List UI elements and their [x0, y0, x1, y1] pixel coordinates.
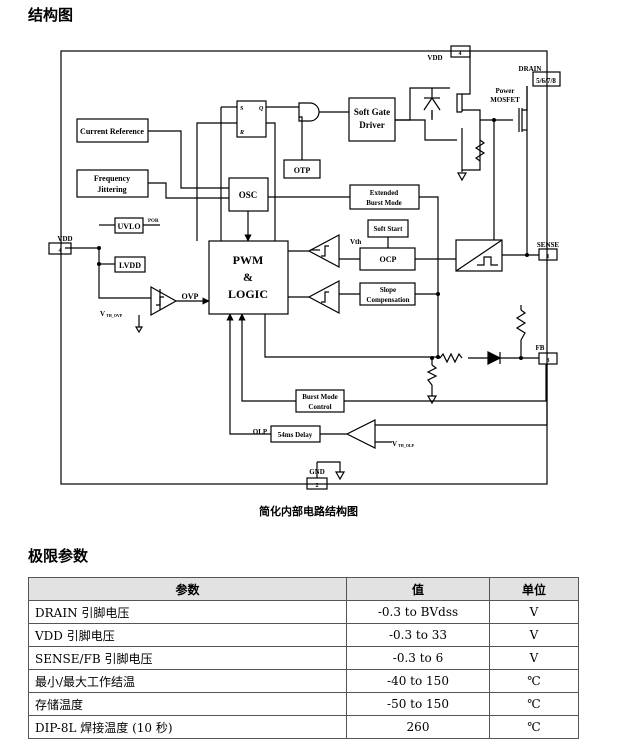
svg-text:Compensation: Compensation	[366, 296, 409, 304]
svg-text:VDD: VDD	[427, 54, 442, 62]
svg-text:Frequency: Frequency	[94, 174, 130, 183]
flip-flop-block	[236, 100, 267, 138]
value-cell: -40 to 150	[346, 669, 490, 693]
svg-text:Soft Start: Soft Start	[374, 225, 404, 233]
table-row: DIP-8L 焊接温度 (10 秒) 260 ℃	[28, 715, 579, 739]
svg-text:2: 2	[316, 483, 319, 489]
limits-table: 参数 值 单位 DRAIN 引脚电压 -0.3 to BVdss V VDD 引…	[28, 577, 579, 739]
svg-text:5/6/7/8: 5/6/7/8	[536, 77, 556, 85]
param-cell: SENSE/FB 引脚电压	[28, 646, 347, 670]
osc-label: OSC	[239, 190, 258, 200]
table-header-row: 参数 值 单位	[28, 577, 579, 601]
header-value: 值	[346, 577, 490, 601]
svg-text:Power: Power	[495, 87, 514, 95]
unit-cell: ℃	[489, 669, 579, 693]
param-cell: DIP-8L 焊接温度 (10 秒)	[28, 715, 347, 739]
table-row: VDD 引脚电压 -0.3 to 33 V	[28, 623, 579, 647]
svg-text:OVP: OVP	[182, 292, 199, 301]
olp-comparator	[345, 419, 376, 449]
header-param: 参数	[28, 577, 347, 601]
svg-text:Control: Control	[308, 403, 331, 411]
ocp-comparator	[307, 234, 340, 268]
section-title-limits: 极限参数	[28, 547, 89, 565]
unit-cell: ℃	[489, 715, 579, 739]
svg-text:VDD: VDD	[57, 235, 72, 243]
section-title-structure: 结构图	[28, 6, 74, 24]
svg-text:R: R	[239, 130, 244, 136]
current-reference-label: Current Reference	[80, 127, 144, 136]
svg-text:Driver: Driver	[359, 120, 384, 130]
svg-text:Jittering: Jittering	[97, 185, 126, 194]
value-cell: -0.3 to 33	[346, 623, 490, 647]
svg-text:Burst Mode: Burst Mode	[302, 393, 338, 401]
svg-text:LOGIC: LOGIC	[228, 287, 268, 301]
unit-cell: V	[489, 600, 579, 624]
table-row: 最小/最大工作结温 -40 to 150 ℃	[28, 669, 579, 693]
svg-text:DRAIN: DRAIN	[519, 65, 542, 73]
param-cell: 最小/最大工作结温	[28, 669, 347, 693]
param-cell: VDD 引脚电压	[28, 623, 347, 647]
table-row: SENSE/FB 引脚电压 -0.3 to 6 V	[28, 646, 579, 670]
value-cell: 260	[346, 715, 490, 739]
svg-text:&: &	[243, 270, 253, 284]
svg-text:FB: FB	[536, 344, 545, 352]
svg-text:OCP: OCP	[380, 255, 397, 264]
svg-text:POR: POR	[148, 219, 159, 224]
svg-text:54ms Delay: 54ms Delay	[278, 431, 313, 439]
svg-text:OTP: OTP	[294, 166, 311, 175]
svg-text:1: 1	[547, 254, 550, 260]
table-row: 存储温度 -50 to 150 ℃	[28, 692, 579, 716]
svg-text:Extended: Extended	[370, 189, 399, 197]
unit-cell: V	[489, 623, 579, 647]
svg-text:Q: Q	[259, 106, 264, 112]
value-cell: -50 to 150	[346, 692, 490, 716]
and-gate	[298, 102, 320, 122]
table-row: DRAIN 引脚电压 -0.3 to BVdss V	[28, 600, 579, 624]
svg-text:Burst Mode: Burst Mode	[366, 199, 402, 207]
unit-cell: V	[489, 646, 579, 670]
header-unit: 单位	[489, 577, 579, 601]
svg-text:V: V	[100, 310, 105, 318]
svg-text:Slope: Slope	[380, 286, 396, 294]
svg-text:LVDD: LVDD	[119, 261, 141, 270]
block-diagram: Current Reference Frequency Jittering OS…	[48, 45, 561, 490]
slope-comparator	[307, 280, 340, 314]
svg-text:3: 3	[547, 358, 550, 364]
param-cell: DRAIN 引脚电压	[28, 600, 347, 624]
svg-text:UVLO: UVLO	[117, 222, 140, 231]
svg-text:MOSFET: MOSFET	[490, 96, 520, 104]
unit-cell: ℃	[489, 692, 579, 716]
svg-text:Soft Gate: Soft Gate	[354, 107, 390, 117]
svg-text:OLP: OLP	[253, 428, 268, 436]
diagram-caption: 简化内部电路结构图	[259, 505, 358, 518]
value-cell: -0.3 to BVdss	[346, 600, 490, 624]
value-cell: -0.3 to 6	[346, 646, 490, 670]
svg-text:PWM: PWM	[233, 253, 264, 267]
svg-text:4: 4	[459, 51, 462, 57]
chip-outline	[60, 50, 548, 485]
svg-text:Vth: Vth	[350, 238, 361, 246]
svg-text:TH_OLP: TH_OLP	[398, 443, 415, 448]
param-cell: 存储温度	[28, 692, 347, 716]
svg-text:SENSE: SENSE	[537, 241, 560, 249]
ovp-comparator	[150, 285, 178, 317]
svg-text:GND: GND	[309, 468, 325, 476]
pin-drain	[532, 71, 561, 87]
svg-text:4: 4	[59, 248, 62, 254]
svg-text:S: S	[240, 106, 244, 112]
svg-text:V: V	[392, 440, 397, 448]
svg-text:TH_OVP: TH_OVP	[106, 313, 123, 318]
